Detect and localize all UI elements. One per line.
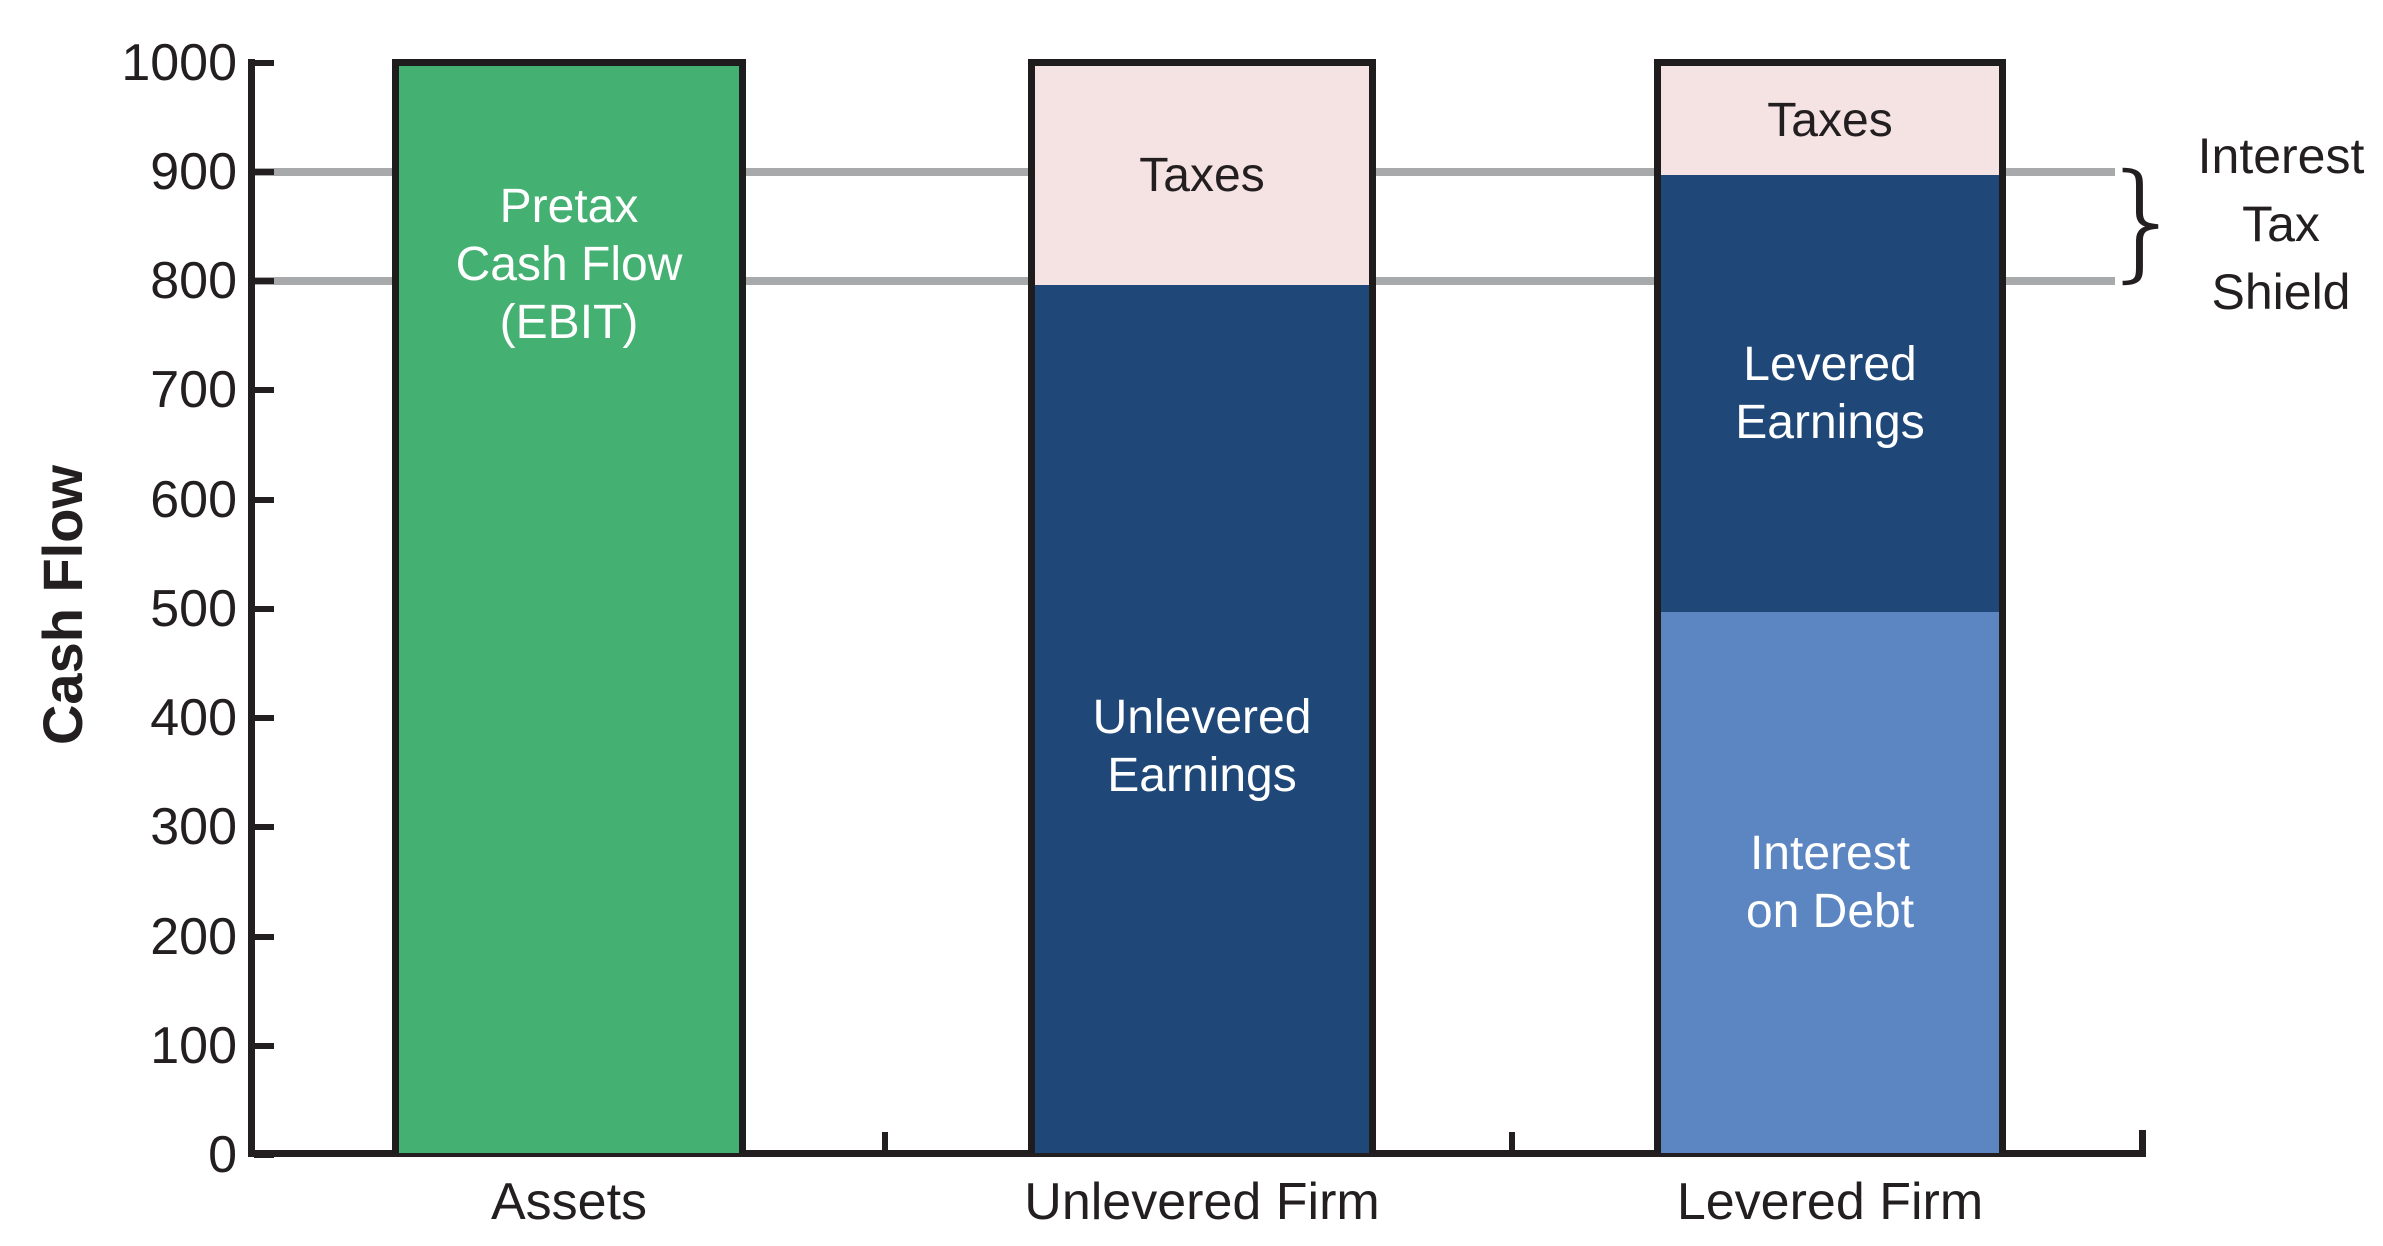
y-tick-label-700: 700: [150, 361, 237, 419]
y-tick-label-600: 600: [150, 471, 237, 529]
y-tick-label-400: 400: [150, 689, 237, 747]
annotation-line: Shield: [2211, 264, 2351, 320]
y-tick-label-900: 900: [150, 143, 237, 201]
y-tick-label-1000: 1000: [121, 34, 237, 92]
annotation-line: Tax: [2242, 196, 2320, 252]
y-tick-700: [254, 387, 274, 393]
y-tick-label-100: 100: [150, 1017, 237, 1075]
x-category-tick-0: [882, 1132, 888, 1150]
bar-segment-label-line: on Debt: [1745, 884, 1915, 938]
x-category-label-2: Levered Firm: [1676, 1173, 1984, 1231]
x-axis-line: [248, 1150, 2146, 1157]
bar-segment-label-line: Pretax: [499, 180, 639, 233]
brace-icon: [2122, 167, 2159, 286]
y-tick-label-200: 200: [150, 908, 237, 966]
y-tick-200: [254, 934, 274, 940]
interest-tax-shield-annotation: Interest Tax Shield: [2158, 122, 2383, 326]
bar-segment-label-line: Earnings: [1107, 749, 1297, 802]
bar-segment-label-line: Unlevered: [1092, 691, 1312, 744]
y-tick-900: [254, 169, 274, 175]
x-category-tick-1: [1509, 1132, 1515, 1150]
y-tick-label-0: 0: [208, 1126, 237, 1184]
annotation-line: Interest: [2197, 128, 2365, 184]
y-tick-800: [254, 278, 274, 284]
y-tick-500: [254, 606, 274, 612]
y-tick-label-500: 500: [150, 580, 237, 638]
bar-segment-label-line: Interest: [1749, 826, 1911, 880]
y-tick-300: [254, 824, 274, 830]
y-tick-600: [254, 497, 274, 503]
x-category-label-0: Assets: [490, 1173, 648, 1231]
bar-segment-label-line: Earnings: [1735, 395, 1925, 449]
y-tick-100: [254, 1043, 274, 1049]
bar-segment-unlevered-firm-1: Taxes: [1028, 59, 1376, 285]
x-category-label-1: Unlevered Firm: [1024, 1173, 1380, 1231]
y-tick-400: [254, 715, 274, 721]
y-axis-line: [248, 59, 255, 1157]
bar-segment-label-line: (EBIT): [499, 296, 639, 349]
y-tick-1000: [254, 60, 274, 66]
bar-segment-label-line: Taxes: [1139, 148, 1265, 202]
y-tick-label-300: 300: [150, 798, 237, 856]
bar-segment-levered-firm-2: Taxes: [1654, 59, 2006, 175]
bar-segment-label-line: Taxes: [1767, 93, 1893, 147]
bar-segment-label-line: Cash Flow: [455, 238, 683, 291]
y-tick-0: [254, 1152, 274, 1158]
bar-segment-label-line: Levered: [1743, 337, 1917, 391]
x-axis-end-tick: [2139, 1130, 2146, 1150]
y-tick-label-800: 800: [150, 252, 237, 310]
